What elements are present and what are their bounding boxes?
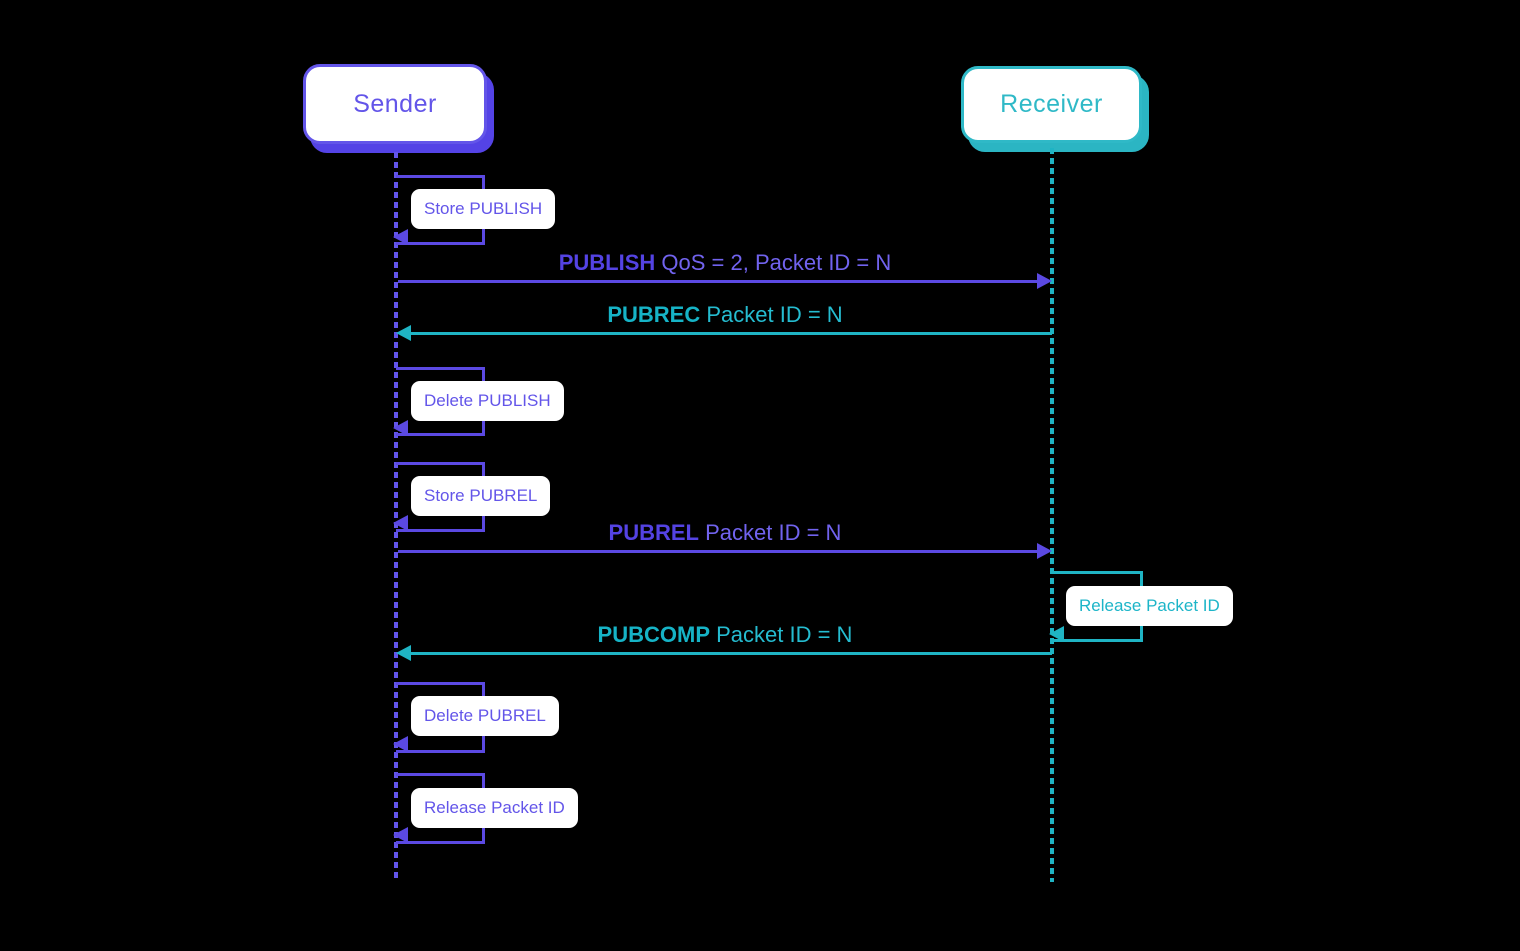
arrow-left-icon	[393, 229, 408, 245]
message-pubrec-line	[410, 332, 1052, 335]
arrow-left-icon	[393, 827, 408, 843]
arrow-left-icon	[393, 736, 408, 752]
message-pubrel-keyword: PUBREL	[608, 520, 699, 545]
message-publish-keyword: PUBLISH	[558, 250, 656, 275]
actor-label-sender: Sender	[353, 89, 437, 118]
self-action-store-publish: Store PUBLISH	[411, 189, 556, 229]
message-pubrec-detail: Packet ID = N	[700, 302, 843, 327]
self-action-release-packet-id-sender: Release Packet ID	[411, 788, 578, 828]
actor-label-receiver: Receiver	[1000, 90, 1103, 118]
message-pubcomp-keyword: PUBCOMP	[597, 622, 710, 647]
message-pubcomp-label: PUBCOMP Packet ID = N	[398, 622, 1052, 648]
actor-box-receiver: Receiver	[961, 66, 1142, 143]
self-action-delete-pubrel: Delete PUBREL	[411, 696, 559, 736]
self-action-store-pubrel: Store PUBREL	[411, 476, 551, 516]
arrow-right-icon	[1037, 273, 1052, 289]
message-publish-line	[398, 280, 1038, 283]
self-action-delete-publish: Delete PUBLISH	[411, 381, 564, 421]
message-pubrel-label: PUBREL Packet ID = N	[398, 520, 1052, 546]
arrow-left-icon	[1049, 626, 1064, 642]
arrow-left-icon	[396, 645, 411, 661]
message-pubrel-detail: Packet ID = N	[699, 520, 842, 545]
arrow-left-icon	[393, 515, 408, 531]
arrow-right-icon	[1037, 543, 1052, 559]
arrow-left-icon	[393, 420, 408, 436]
lifeline-receiver	[1050, 148, 1054, 882]
message-pubcomp-line	[410, 652, 1052, 655]
message-pubrec-keyword: PUBREC	[607, 302, 701, 327]
message-pubrec-label: PUBREC Packet ID = N	[398, 302, 1052, 328]
arrow-left-icon	[396, 325, 411, 341]
message-pubrel-line	[398, 550, 1038, 553]
self-action-release-packet-id-receiver: Release Packet ID	[1066, 586, 1233, 626]
actor-box-sender: Sender	[303, 64, 487, 144]
message-pubcomp-detail: Packet ID = N	[710, 622, 853, 647]
message-publish-detail: QoS = 2, Packet ID = N	[655, 250, 892, 275]
message-publish-label: PUBLISH QoS = 2, Packet ID = N	[398, 250, 1052, 276]
